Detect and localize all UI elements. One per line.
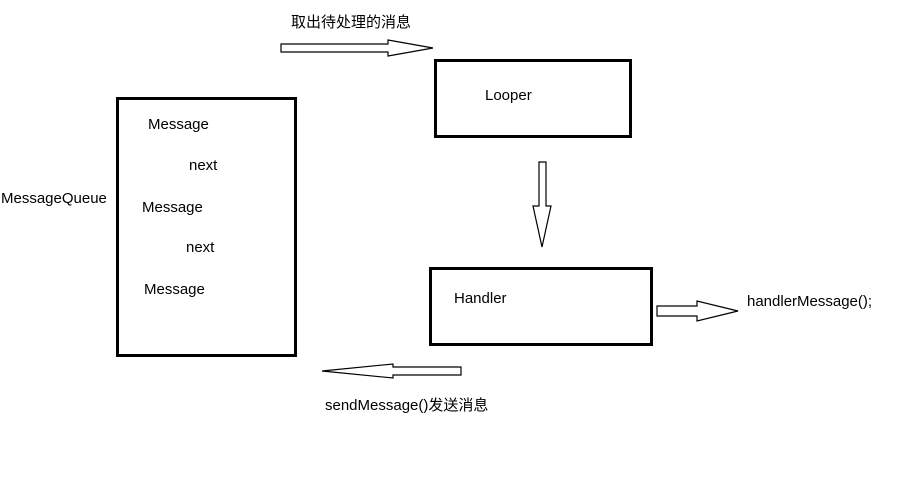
looper-label: Looper [485, 87, 532, 104]
handler-box [429, 267, 653, 346]
message-item-3: Message [144, 281, 205, 298]
handler-message-label: handlerMessage(); [747, 293, 873, 310]
looper-to-handler-arrow [532, 161, 552, 248]
next-link-label-1: next [189, 157, 218, 174]
message-queue-box [116, 97, 297, 357]
message-item-2: Message [142, 199, 203, 216]
fetch-message-label: 取出待处理的消息 [291, 14, 412, 31]
send-message-label: sendMessage()发送消息 [325, 397, 489, 414]
next-link-label-2: next [186, 239, 215, 256]
looper-box [434, 59, 632, 138]
message-queue-label: MessageQueue [1, 190, 107, 207]
message-item-1: Message [148, 116, 209, 133]
handler-label: Handler [454, 290, 507, 307]
fetch-message-arrow [280, 39, 434, 57]
send-message-arrow [321, 363, 462, 379]
handler-message-arrow [656, 300, 739, 322]
